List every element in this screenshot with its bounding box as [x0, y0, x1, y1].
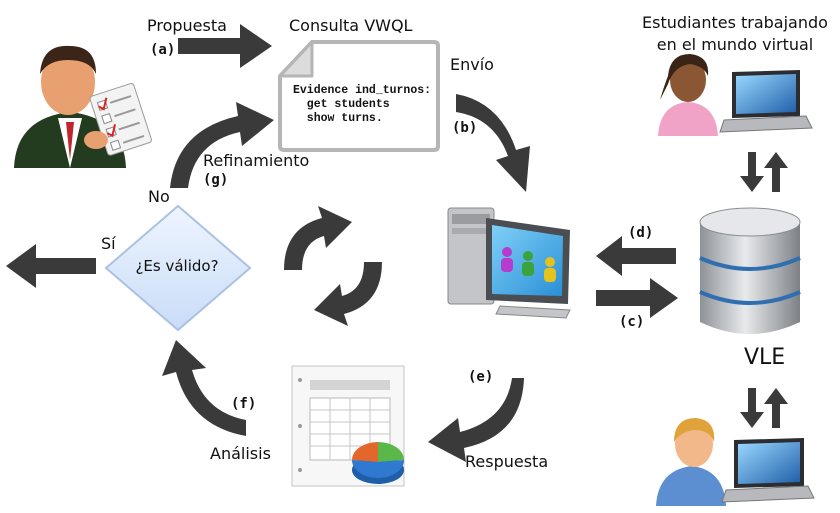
decision-diamond: [104, 204, 252, 332]
pie-chart-icon: [352, 442, 404, 484]
arrow-refinement: [170, 102, 274, 188]
checklist-icon: [89, 83, 152, 156]
step-tag-c: (c): [619, 314, 645, 330]
label-no: No: [148, 187, 170, 206]
vle-label: VLE: [744, 345, 786, 370]
report-spreadsheet-icon: [291, 365, 405, 487]
arrow-analysis: [162, 340, 246, 436]
query-code-line: show turns.: [293, 112, 383, 125]
step-tag-g: (g): [203, 172, 229, 188]
students-caption: Estudiantes trabajando en el mundo virtu…: [630, 12, 840, 56]
laptop-icon: [721, 438, 815, 503]
label-submit: Envío: [450, 55, 494, 74]
arrow-data: [596, 278, 678, 318]
query-code-line: get students: [293, 98, 390, 111]
label-analysis: Análisis: [210, 444, 271, 463]
laptop-icon: [719, 70, 813, 133]
step-tag-b: (b): [452, 120, 478, 136]
student-girl-icon: [658, 54, 718, 136]
label-refinement: Refinamiento: [203, 151, 310, 170]
step-tag-e: (e): [468, 369, 494, 385]
refresh-cycle-icon: [284, 206, 382, 326]
query-document: [278, 40, 440, 152]
sync-arrows-top: [740, 152, 788, 192]
students-caption-line: en el mundo virtual: [656, 35, 814, 54]
step-tag-a: (a): [150, 42, 176, 58]
step-tag-d: (d): [628, 225, 654, 241]
label-proposal: Propuesta: [147, 16, 227, 35]
students-caption-line: Estudiantes trabajando: [642, 13, 828, 32]
arrow-proposal: [178, 24, 272, 68]
label-response: Respuesta: [465, 452, 549, 471]
arrow-submit: [456, 94, 530, 192]
query-code: Evidence ind_turnos: get students show t…: [293, 84, 431, 126]
database-icon: [699, 207, 801, 334]
manager-icon: [14, 45, 152, 168]
arrow-response: [428, 378, 524, 462]
decision-label: ¿Es válido?: [135, 257, 219, 275]
step-tag-f: (f): [231, 396, 257, 412]
query-title: Consulta VWQL: [289, 16, 413, 35]
arrow-yes: [6, 244, 96, 288]
query-code-line: Evidence ind_turnos:: [293, 84, 432, 97]
sync-arrows-bottom: [740, 388, 788, 428]
arrow-request: [596, 236, 676, 276]
student-boy-icon: [656, 418, 726, 506]
label-yes: Sí: [101, 234, 116, 253]
computer-icon: [447, 207, 571, 319]
